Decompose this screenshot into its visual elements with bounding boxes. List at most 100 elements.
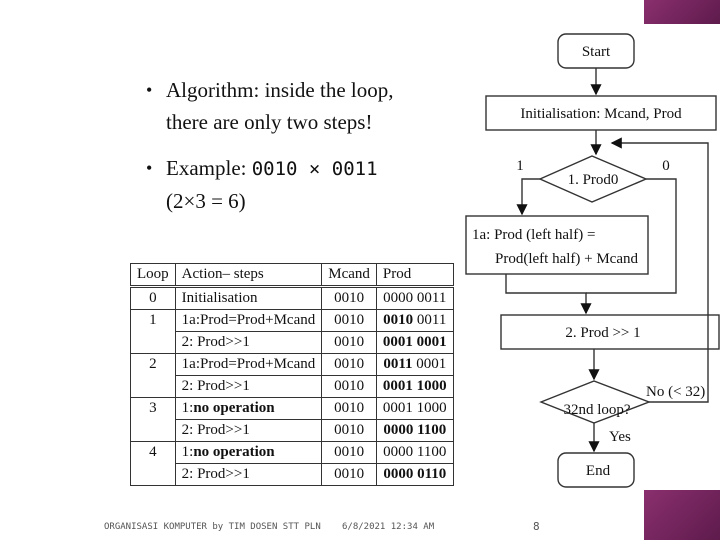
step1a-node (465, 215, 649, 275)
decision2-label: 32nd loop? (563, 402, 630, 418)
step1a-line2: Prod(left half) + Mcand (495, 251, 638, 267)
prod-hi: 0001 (382, 400, 413, 416)
mcand-cell: 0010 (321, 331, 377, 354)
footer-date: 6/8/2021 12:34 AM (342, 522, 435, 532)
prod-lo: 0001 (416, 334, 447, 350)
action-bold: no operation (193, 444, 275, 460)
bullet-line: Example: 0010 × 0011 (146, 152, 378, 185)
action-cell: Initialisation (174, 286, 323, 310)
end-node (557, 452, 635, 488)
prod-hi: 0000 (383, 422, 414, 438)
loop-cell: 2 (130, 353, 176, 398)
start-label: Start (582, 44, 611, 60)
action-cell: 1:no operation (174, 397, 323, 420)
init-label: Initialisation: Mcand, Prod (520, 106, 682, 122)
header-mcand: Mcand (321, 263, 377, 287)
mcand-cell: 0010 (321, 375, 377, 398)
example-code: 0010 × 0011 (251, 158, 378, 180)
loop-cell: 1 (130, 309, 176, 354)
bullet-line: (2×3 = 6) (166, 189, 246, 213)
mcand-cell: 0010 (321, 463, 377, 486)
prod-cell: 0001 0001 (375, 331, 454, 354)
prod-lo: 0110 (417, 466, 447, 482)
action-bold: no operation (193, 400, 275, 416)
mcand-cell: 0010 (321, 286, 377, 310)
table-row: 2: Prod>>1 0010 0000 1100 (131, 419, 454, 442)
slide-number: 8 (533, 520, 540, 533)
table-header-row: Loop Action– steps Mcand Prod (130, 263, 454, 287)
loop-cell: 3 (130, 397, 176, 442)
mcand-cell: 0010 (321, 397, 377, 420)
end-label: End (586, 463, 611, 479)
prod-hi: 0011 (383, 356, 413, 372)
prod-lo: 0011 (416, 312, 447, 328)
prod-lo: 1100 (417, 422, 447, 438)
flowchart: Start Initialisation: Mcand, Prod 1. Pro… (465, 33, 720, 488)
action-prefix: 1: (181, 400, 194, 416)
footer-course: ORGANISASI KOMPUTER by TIM DOSEN STT PLN (104, 522, 321, 532)
prod-cell: 0000 0011 (375, 286, 454, 310)
prod-hi: 0000 (383, 466, 414, 482)
decision1-label: 1. Prod0 (568, 172, 619, 188)
header-prod: Prod (375, 263, 454, 287)
prod-cell: 0011 0001 (375, 353, 454, 376)
bullet-line: Algorithm: inside the loop, (166, 78, 394, 102)
init-node (485, 95, 717, 131)
step2-label: 2. Prod >> 1 (565, 325, 640, 341)
bullet-dot: • (146, 158, 153, 178)
header-loop: Loop (130, 263, 176, 287)
bullet-example: • Example: 0010 × 0011 (2×3 = 6) (146, 152, 378, 217)
prod-hi: 0000 (383, 444, 414, 460)
prod-cell: 0000 0110 (375, 463, 454, 486)
branch-one-label: 1 (516, 158, 524, 174)
table-row: 1 1a:Prod=Prod+Mcand 0010 0010 0011 (130, 309, 454, 354)
action-prefix: 1: (181, 444, 194, 460)
mcand-cell: 0010 (321, 353, 377, 376)
prod-lo: 1100 (416, 444, 447, 460)
action-cell: 2: Prod>>1 (174, 419, 323, 442)
prod-cell: 0010 0011 (375, 309, 454, 332)
corner-decoration-bottom (644, 490, 720, 540)
loop-cell: 0 (130, 286, 176, 310)
step2-node (500, 314, 720, 350)
prod-hi: 0001 (382, 378, 413, 394)
prod-hi: 0010 (383, 312, 414, 328)
bullet-line: there are only two steps! (166, 110, 373, 134)
bullet-dot: • (146, 80, 153, 100)
prod-lo: 1000 (416, 378, 447, 394)
step1a-line1: 1a: Prod (left half) = (472, 227, 595, 243)
table-row: 2 1a:Prod=Prod+Mcand 0010 0011 0001 (130, 353, 454, 398)
slide-text-block: • Algorithm: inside the loop, there are … (118, 62, 448, 222)
prod-hi: 0000 (383, 290, 414, 306)
action-cell: 2: Prod>>1 (174, 331, 323, 354)
action-cell: 2: Prod>>1 (174, 463, 323, 486)
table-row: 4 1:no operation 0010 0000 1100 (130, 441, 454, 486)
prod-hi: 0001 (382, 334, 413, 350)
action-cell: 2: Prod>>1 (174, 375, 323, 398)
action-cell: 1a:Prod=Prod+Mcand (174, 309, 323, 332)
bullet-algorithm: • Algorithm: inside the loop, there are … (146, 74, 393, 138)
mcand-cell: 0010 (321, 309, 377, 332)
mcand-cell: 0010 (321, 419, 377, 442)
corner-decoration-top (644, 0, 720, 24)
prod-lo: 1000 (416, 400, 447, 416)
branch-zero-label: 0 (662, 158, 670, 174)
loop-cell: 4 (130, 441, 176, 486)
multiplication-steps-table: Loop Action– steps Mcand Prod 0 Initiali… (130, 263, 454, 486)
prod-cell: 0000 1100 (375, 441, 454, 464)
prod-cell: 0000 1100 (375, 419, 454, 442)
prod-cell: 0001 1000 (375, 397, 454, 420)
action-cell: 1:no operation (174, 441, 323, 464)
example-prefix: Example: (166, 156, 252, 180)
header-action: Action– steps (174, 263, 323, 287)
table-row: 2: Prod>>1 0010 0001 0001 (131, 331, 454, 354)
table-row: 3 1:no operation 0010 0001 1000 (130, 397, 454, 442)
no-label: No (< 32) (646, 384, 705, 400)
action-cell: 1a:Prod=Prod+Mcand (174, 353, 323, 376)
prod-lo: 0001 (416, 356, 447, 372)
table-row: 2: Prod>>1 0010 0001 1000 (131, 375, 454, 398)
prod-lo: 0011 (416, 290, 447, 306)
yes-label: Yes (609, 429, 631, 445)
mcand-cell: 0010 (321, 441, 377, 464)
table-row: 2: Prod>>1 0010 0000 0110 (131, 463, 454, 486)
